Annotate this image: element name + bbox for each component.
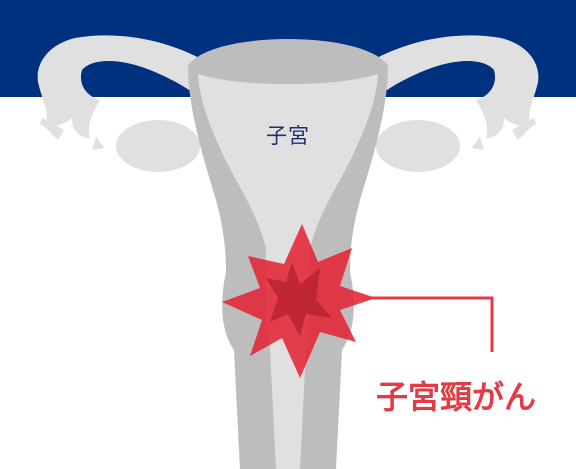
right-ovary (376, 120, 460, 172)
uterus-label: 子宮 (266, 120, 310, 150)
cervical-cancer-label: 子宮頸がん (376, 372, 536, 418)
left-ovary (116, 120, 200, 172)
callout-line (362, 298, 492, 352)
